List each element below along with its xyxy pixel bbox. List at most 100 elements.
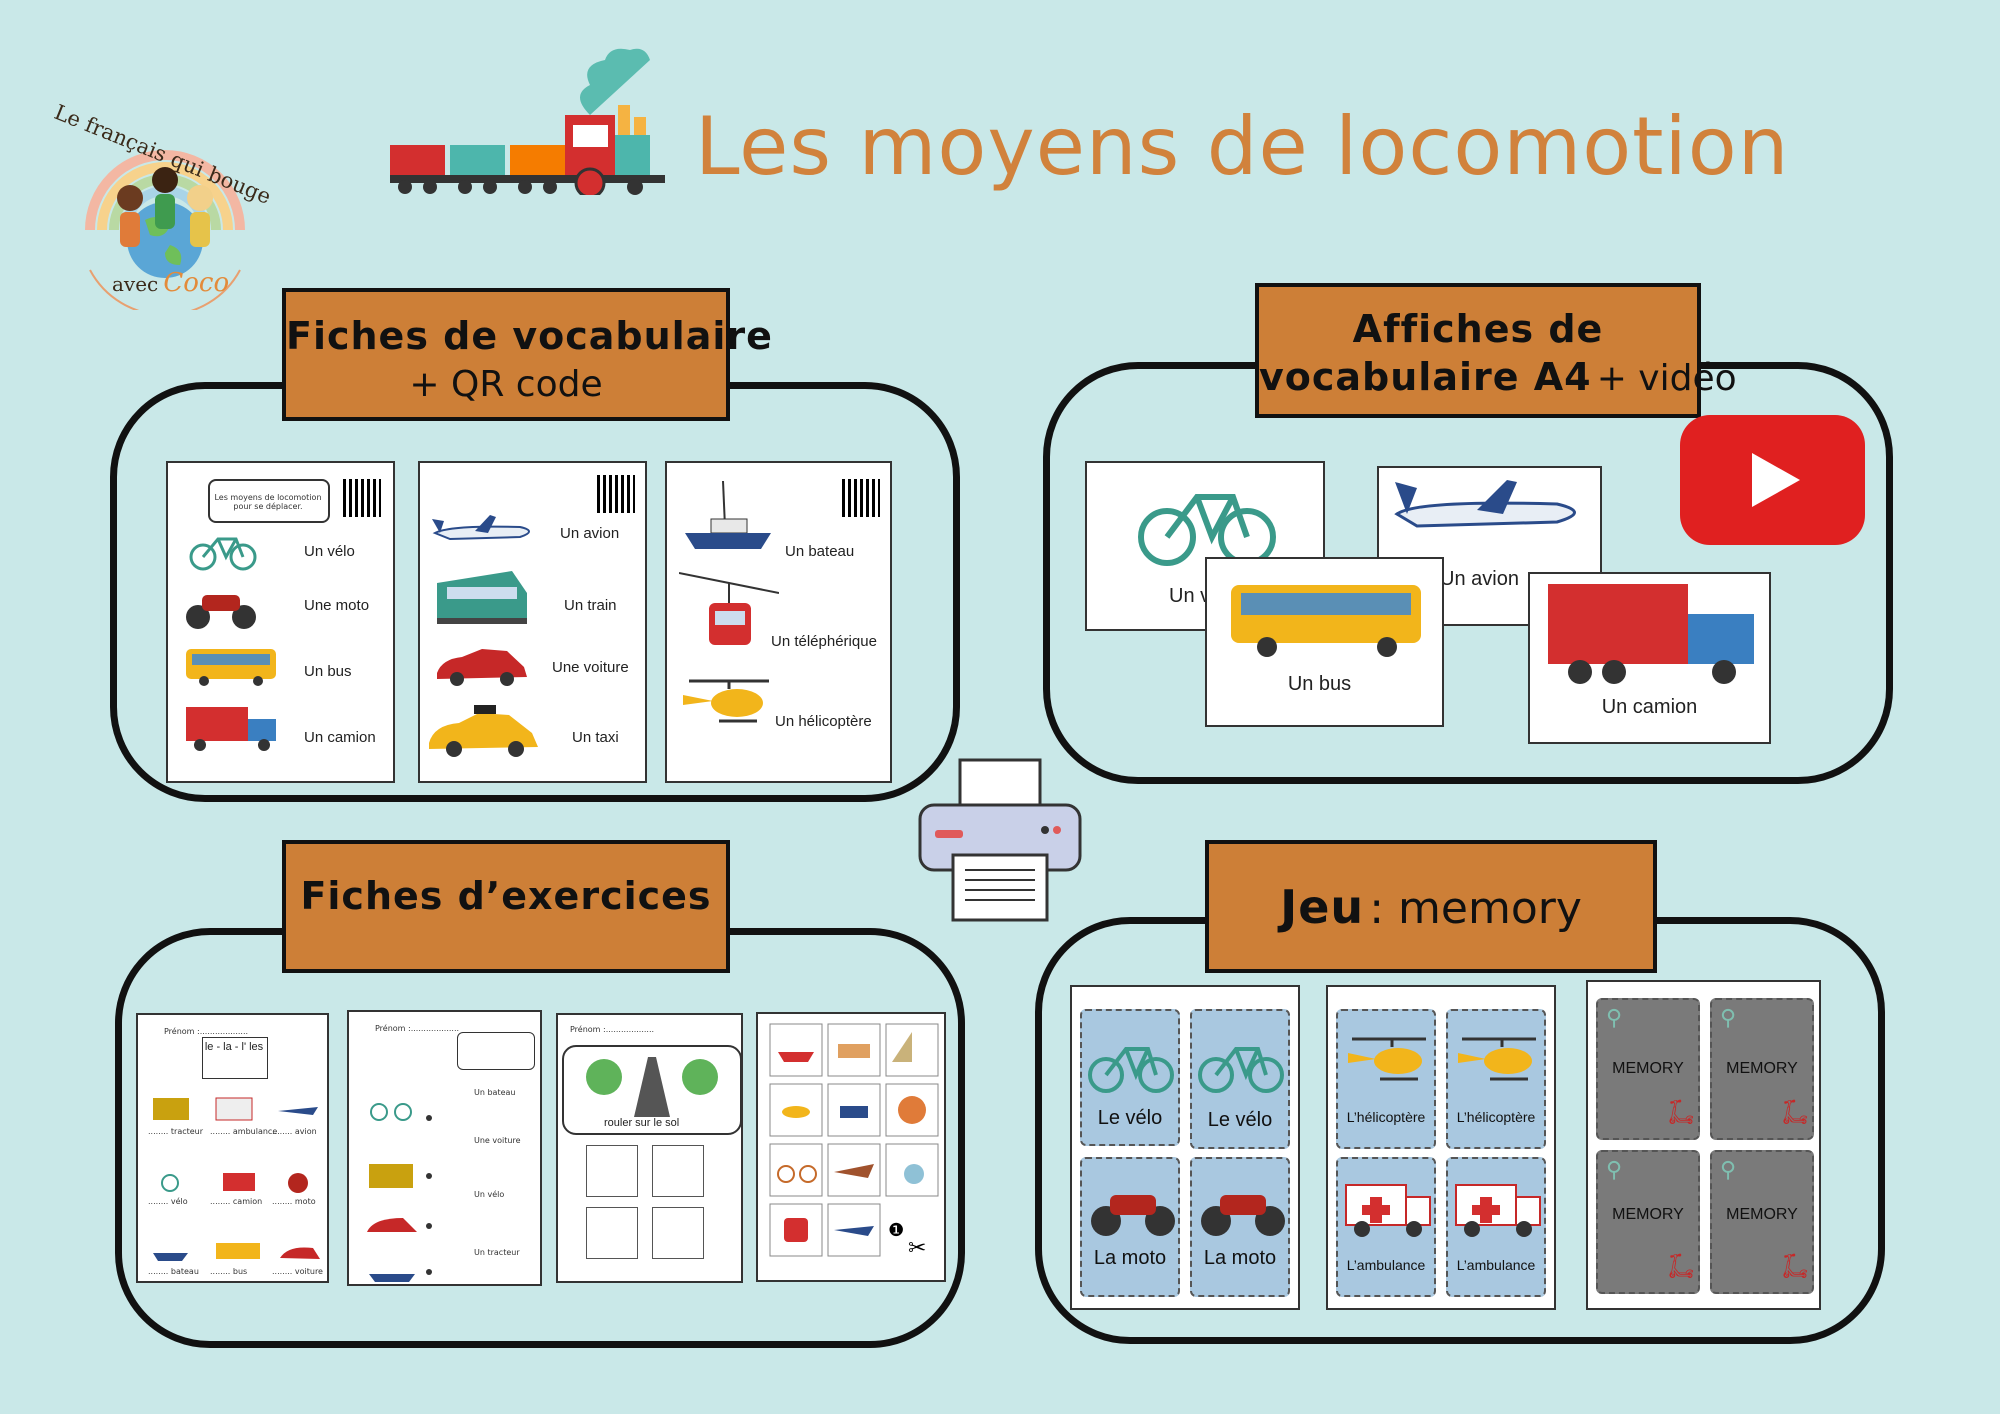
memory-card-caption: MEMORY [1726, 1060, 1798, 1077]
sheet-header: Prénom :................... [375, 1024, 460, 1033]
memory-set-1: Le vélo Le vélo La moto La moto [1070, 985, 1300, 1310]
bicycle-icon: ⚲ [1720, 1158, 1737, 1183]
train-icon [390, 48, 665, 195]
exercise-sheet-2: Prénom :................... Un bateau Un… [347, 1010, 542, 1286]
car-icon [437, 649, 527, 686]
exercise-sheet-4: ❶ ✂ [756, 1012, 946, 1282]
bicycle-icon [1088, 1047, 1174, 1093]
youtube-icon[interactable] [1680, 415, 1865, 545]
vocab-sheet-1: Les moyens de locomotion pour se déplace… [166, 461, 395, 783]
vocab-item: Un avion [560, 525, 620, 542]
truck-icon [1548, 584, 1754, 684]
scooter-icon: 🛴︎ [1666, 1098, 1697, 1126]
instruction-box [457, 1032, 535, 1070]
bicycle-icon [1138, 494, 1276, 566]
memory-card[interactable]: L’hélicoptère [1336, 1009, 1436, 1149]
helicopter-icon [683, 679, 769, 723]
empty-box [586, 1145, 638, 1197]
scooter-icon: 🛴︎ [1780, 1252, 1811, 1280]
sheet-header: Prénom :................... [570, 1025, 655, 1034]
memory-card[interactable]: L’hélicoptère [1446, 1009, 1546, 1149]
vocab-item: Un téléphérique [771, 633, 877, 650]
bicycle-icon [189, 537, 257, 571]
exercise-sheet-3: Prénom :................... rouler sur l… [556, 1013, 743, 1283]
posters-label-line1: Affiches de [1352, 307, 1604, 351]
matching-pictures [367, 1103, 432, 1282]
memory-card-back[interactable]: ⚲ MEMORY 🛴︎ [1596, 1150, 1700, 1294]
poster-airplane: Un avion [1377, 466, 1602, 626]
exercise-blank: ........ avion [272, 1127, 317, 1136]
exercise-blank: ........ bus [210, 1267, 248, 1276]
vocab-item: Un vélo [304, 543, 355, 560]
memory-card-back[interactable]: ⚲ MEMORY 🛴︎ [1710, 1150, 1814, 1294]
bicycle-icon [1198, 1047, 1284, 1093]
vocab-item: Une moto [304, 597, 370, 614]
vocab-item: Un bateau [785, 543, 855, 560]
memory-card-caption: L’hélicoptère [1456, 1109, 1536, 1125]
memory-card[interactable]: Le vélo [1190, 1009, 1290, 1149]
taxi-icon [429, 705, 538, 757]
ambulance-icon [1455, 1184, 1541, 1237]
memory-card[interactable]: Le vélo [1080, 1009, 1180, 1146]
train-icon [437, 571, 527, 624]
ambulance-icon [1345, 1184, 1431, 1237]
vocab-item: Une voiture [552, 659, 629, 676]
memory-card[interactable]: La moto [1080, 1157, 1180, 1297]
vocab-label-line2: + QR code [409, 364, 603, 405]
vocab-item: Un camion [304, 729, 376, 746]
vocab-label: Fiches de vocabulaire + QR code [282, 288, 773, 421]
printer-icon [918, 758, 1082, 922]
exercise-sheet-1: Prénom :................... le - la - l'… [136, 1013, 329, 1283]
memory-card-caption: L’hélicoptère [1346, 1109, 1426, 1125]
memory-card[interactable]: L’ambulance [1336, 1157, 1436, 1297]
vehicle-thumbnails [153, 1097, 320, 1261]
bicycle-icon: ⚲ [1720, 1006, 1737, 1031]
scooter-icon: 🛴︎ [1780, 1098, 1811, 1126]
poster-caption: Un avion [1440, 568, 1519, 590]
vocab-label-line1: Fiches de vocabulaire [286, 314, 773, 358]
memory-card-caption: Le vélo [1097, 1107, 1163, 1129]
scene-banner-text: rouler sur le sol [604, 1117, 680, 1129]
bicycle-icon: ⚲ [1606, 1006, 1623, 1031]
exercise-blank: ........ camion [210, 1197, 263, 1206]
exercise-blank: ........ voiture [272, 1267, 323, 1276]
bus-icon [186, 649, 276, 686]
truck-icon [186, 707, 276, 751]
poster-truck: Un camion [1528, 572, 1771, 744]
exercise-item: Un tracteur [474, 1248, 520, 1257]
exercises-label: Fiches d’exercices [282, 840, 730, 973]
picture-grid [769, 1023, 939, 1257]
sheet-header-text: Les moyens de locomotion pour se déplace… [214, 493, 322, 511]
helicopter-icon [1458, 1037, 1536, 1081]
scissors-icon: ✂ [908, 1236, 927, 1261]
airplane-icon [432, 515, 530, 541]
memory-card[interactable]: L’ambulance [1446, 1157, 1546, 1297]
memory-set-3: ⚲ MEMORY 🛴︎ ⚲ MEMORY 🛴︎ ⚲ MEMORY 🛴︎ ⚲ ME… [1586, 980, 1821, 1310]
exercise-blank: ........ tracteur [148, 1127, 204, 1136]
posters-label-line2: vocabulaire A4 + vidéo [1259, 355, 1737, 399]
exercise-item: Une voiture [474, 1136, 521, 1145]
vocab-sheet-2: Un avion Un train Une voiture Un taxi [418, 461, 647, 783]
exercise-item: Un bateau [474, 1088, 516, 1097]
exercise-blank: ........ moto [272, 1197, 316, 1206]
memory-card[interactable]: La moto [1190, 1157, 1290, 1297]
exercise-item: Un vélo [474, 1190, 505, 1199]
memory-card-caption: MEMORY [1726, 1206, 1798, 1223]
memory-card-caption: L’ambulance [1456, 1257, 1536, 1273]
qr-code-icon [842, 479, 880, 517]
exercise-blank: ........ ambulance [210, 1127, 278, 1136]
page-title: Les moyens de locomotion [695, 100, 1790, 193]
logo-bottom-text: avec [112, 272, 159, 296]
bicycle-icon: ⚲ [1606, 1158, 1623, 1183]
scene-banner [562, 1045, 741, 1135]
memory-card-caption: L’ambulance [1346, 1257, 1426, 1273]
memory-card-back[interactable]: ⚲ MEMORY 🛴︎ [1710, 998, 1814, 1140]
vocab-item: Un train [564, 597, 617, 614]
memory-card-caption: Le vélo [1207, 1109, 1273, 1131]
exercise-blank: ........ bateau [148, 1267, 199, 1276]
memory-card-back[interactable]: ⚲ MEMORY 🛴︎ [1596, 998, 1700, 1140]
memory-label-rest: : memory [1369, 883, 1582, 934]
sheet-header-box [208, 479, 330, 523]
scooter-icon: 🛴︎ [1666, 1252, 1697, 1280]
poster-caption: Un bus [1287, 673, 1352, 695]
